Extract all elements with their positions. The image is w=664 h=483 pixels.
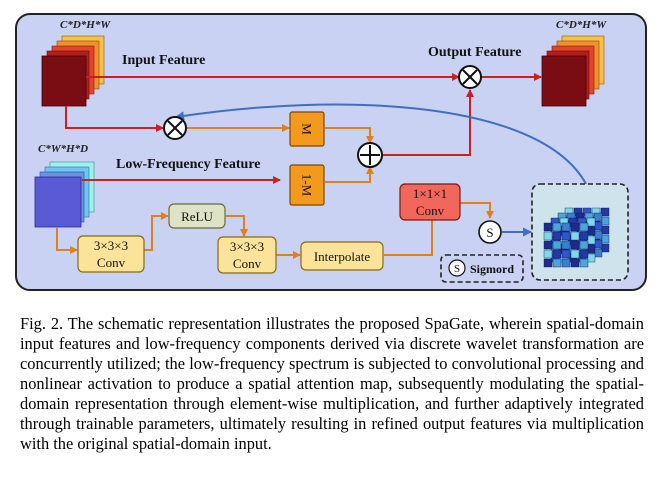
- legend-label: Sigmord: [470, 262, 514, 276]
- arrow-relu-to-conv2: [226, 215, 248, 237]
- attention-voxel: [593, 230, 603, 240]
- figure-caption: Fig. 2. The schematic representation ill…: [20, 314, 644, 454]
- attention-voxel: [586, 226, 596, 236]
- attention-voxel: [552, 258, 562, 268]
- mask-m-label: M: [300, 123, 315, 135]
- attention-voxel: [570, 249, 580, 259]
- attention-voxel: [570, 258, 580, 268]
- input-feature-label: Input Feature: [122, 53, 205, 68]
- mask-1m-box: 1-M: [289, 164, 325, 206]
- conv1-box: 3×3×3 Conv: [77, 235, 145, 273]
- sigmoid-symbol: S: [486, 225, 493, 240]
- conv111-label: Conv: [416, 203, 445, 218]
- sigmoid-legend: S Sigmord: [440, 254, 524, 283]
- attention-voxel: [570, 240, 580, 250]
- attention-voxel: [552, 240, 562, 250]
- attention-voxel: [579, 258, 589, 268]
- output-feature-cube: [541, 35, 605, 107]
- attention-voxel: [561, 222, 571, 232]
- sigmoid-node: S: [478, 220, 502, 244]
- interpolate-box: Interpolate: [300, 241, 384, 271]
- attention-voxel: [552, 231, 562, 241]
- attention-voxel: [552, 222, 562, 232]
- attention-voxel: [579, 231, 589, 241]
- legend-symbol: S: [454, 263, 460, 275]
- attention-voxel: [593, 212, 603, 222]
- arrow-m-to-sum: [325, 127, 374, 144]
- mask-1m-label: 1-M: [300, 174, 315, 197]
- arrow-conv1-to-relu: [144, 212, 169, 251]
- low-freq-dims-label: C*W*H*D: [38, 143, 88, 155]
- arrow-attention-to-attn-mult: [175, 103, 587, 185]
- conv111-kernel-label: 1×1×1: [413, 186, 447, 201]
- arrow-1m-to-sum: [325, 166, 374, 183]
- attention-voxel: [543, 258, 553, 268]
- arrow-sum-to-output-mult: [383, 89, 474, 156]
- low-frequency-label: Low-Frequency Feature: [116, 157, 261, 172]
- conv2-kernel-label: 3×3×3: [230, 239, 264, 254]
- attention-voxel: [579, 249, 589, 259]
- attention-voxel: [600, 216, 610, 226]
- attention-voxel: [561, 231, 571, 241]
- attention-voxel: [600, 234, 610, 244]
- attention-voxel: [561, 240, 571, 250]
- caption-text: Fig. 2. The schematic representation ill…: [20, 314, 644, 453]
- attention-voxel: [593, 248, 603, 258]
- attention-voxel: [561, 249, 571, 259]
- attention-voxel: [561, 258, 571, 268]
- attention-voxel: [543, 222, 553, 232]
- input-dims-label: C*D*H*W: [60, 19, 111, 31]
- conv1-label: Conv: [97, 255, 126, 270]
- attention-voxel: [593, 239, 603, 249]
- output-dims-label: C*D*H*W: [556, 19, 607, 31]
- conv1-kernel-label: 3×3×3: [94, 238, 128, 253]
- mask-m-box: M: [289, 111, 325, 147]
- conv2-box: 3×3×3 Conv: [217, 236, 277, 274]
- attention-voxel: [600, 225, 610, 235]
- attention-voxel: [543, 231, 553, 241]
- attention-map-grid: [543, 207, 610, 268]
- arrow-input-to-attn-mult: [65, 106, 164, 132]
- conv2-label: Conv: [233, 256, 262, 271]
- input-feature-cube: [41, 35, 105, 107]
- low-frequency-cube: [34, 161, 95, 228]
- arrow-lowfreq-to-conv1: [56, 227, 78, 254]
- relu-box: ReLU: [168, 203, 226, 229]
- attention-voxel: [579, 222, 589, 232]
- spagate-diagram: C*D*H*W Input Feature C*D*H*W Output Fea…: [15, 13, 647, 291]
- interpolate-label: Interpolate: [314, 249, 371, 264]
- output-feature-label: Output Feature: [428, 45, 521, 60]
- attention-voxel: [586, 253, 596, 263]
- attention-voxel: [570, 222, 580, 232]
- attention-voxel: [586, 235, 596, 245]
- relu-label: ReLU: [181, 209, 213, 224]
- attention-voxel: [586, 244, 596, 254]
- attention-voxel: [586, 217, 596, 227]
- add-operator: [357, 142, 383, 168]
- multiply-operator-output: [458, 65, 482, 89]
- attention-voxel: [600, 207, 610, 217]
- attention-voxel: [543, 249, 553, 259]
- attention-voxel: [552, 249, 562, 259]
- attention-voxel: [579, 240, 589, 250]
- attention-voxel: [600, 243, 610, 253]
- attention-voxel: [543, 240, 553, 250]
- attention-voxel: [570, 231, 580, 241]
- multiply-operator-attention: [163, 116, 187, 140]
- attention-voxel: [593, 221, 603, 231]
- conv111-box: 1×1×1 Conv: [399, 183, 461, 221]
- arrow-conv111-to-sigmoid: [460, 202, 494, 219]
